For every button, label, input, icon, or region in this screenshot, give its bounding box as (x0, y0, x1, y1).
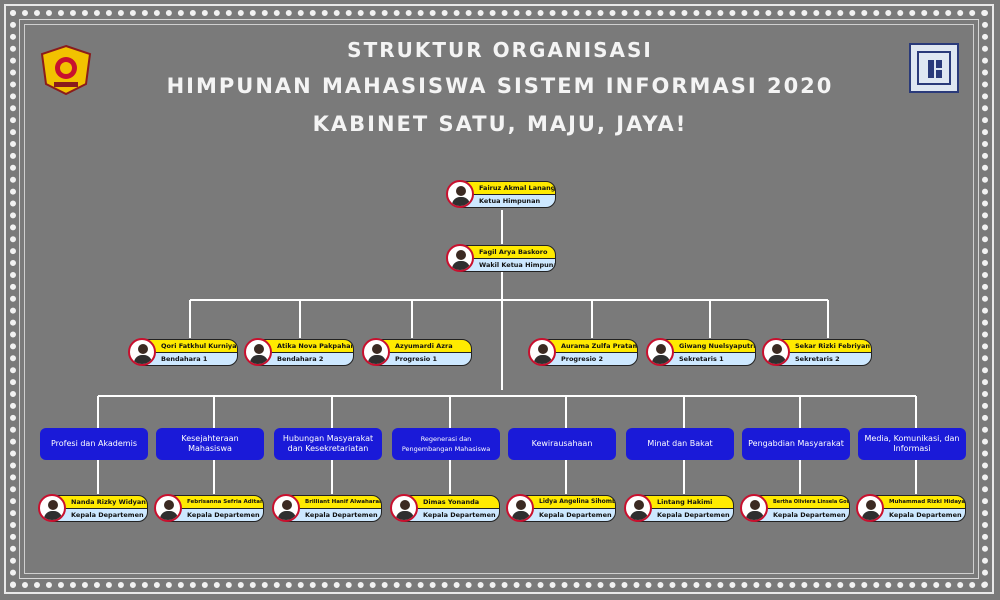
person-name: Bertha Oliviera Linsela Gowasa (754, 495, 850, 509)
person-role: Kepala Departemen (168, 508, 264, 522)
department-head-card: Bertha Oliviera Linsela Gowasa Kepala De… (740, 494, 850, 522)
staff-card-progresio-1: Azyumardi Azra Progresio 1 (362, 338, 472, 366)
person-name: Lintang Hakimi (638, 495, 734, 509)
department-box-pengabdian: Pengabdian Masyarakat (742, 428, 850, 460)
frame-border-outer (4, 4, 994, 594)
person-role: Wakil Ketua Himpunan (460, 258, 556, 272)
person-name: Muhammad Rizki Hidayat (870, 495, 966, 509)
department-head-card: Muhammad Rizki Hidayat Kepala Departemen (856, 494, 966, 522)
person-role: Kepala Departemen (638, 508, 734, 522)
person-name: Fairuz Akmal Lanang (460, 181, 556, 195)
avatar (506, 494, 534, 522)
staff-card-sekretaris-1: Giwang Nuelsyaputri Sekretaris 1 (646, 338, 756, 366)
avatar (624, 494, 652, 522)
avatar (762, 338, 790, 366)
staff-card-sekretaris-2: Sekar Rizki Febriyanti Sekretaris 2 (762, 338, 872, 366)
university-crest-icon (40, 44, 92, 96)
avatar (646, 338, 674, 366)
department-box-profesi-akademis: Profesi dan Akademis (40, 428, 148, 460)
wakil-ketua-card: Fagil Arya Baskoro Wakil Ketua Himpunan (446, 244, 556, 272)
person-name: Sekar Rizki Febriyanti (776, 339, 872, 353)
person-name: Fagil Arya Baskoro (460, 245, 556, 259)
avatar (446, 180, 474, 208)
person-name: Dimas Yonanda (404, 495, 500, 509)
person-role: Sekretaris 1 (660, 352, 756, 366)
person-role: Ketua Himpunan (460, 194, 556, 208)
person-role: Bendahara 1 (142, 352, 238, 366)
staff-card-bendahara-2: Atika Nova Pakpahan Bendahara 2 (244, 338, 354, 366)
avatar (272, 494, 300, 522)
department-box-regenerasi: Regenerasi dan Pengembangan Mahasiswa (392, 428, 500, 460)
person-role: Bendahara 2 (258, 352, 354, 366)
department-box-humas: Hubungan Masyarakat dan Kesekretariatan (274, 428, 382, 460)
title-line-3: KABINET SATU, MAJU, JAYA! (312, 112, 688, 136)
person-role: Sekretaris 2 (776, 352, 872, 366)
department-head-card: Brilliant Hanif Alwaharak Kepala Departe… (272, 494, 382, 522)
person-role: Kepala Departemen (286, 508, 382, 522)
avatar (362, 338, 390, 366)
avatar (128, 338, 156, 366)
person-role: Kepala Departemen (404, 508, 500, 522)
title-line-2: HIMPUNAN MAHASISWA SISTEM INFORMASI 2020 (166, 74, 834, 98)
department-box-medkominfo: Media, Komunikasi, dan Informasi (858, 428, 966, 460)
avatar (446, 244, 474, 272)
avatar (38, 494, 66, 522)
staff-card-progresio-2: Aurama Zulfa Pratama Progresio 2 (528, 338, 638, 366)
avatar (390, 494, 418, 522)
avatar (740, 494, 768, 522)
department-head-card: Lidya Angelina Sihombing Kepala Departem… (506, 494, 616, 522)
department-box-kesejahteraan: Kesejahteraan Mahasiswa (156, 428, 264, 460)
ketua-himpunan-card: Fairuz Akmal Lanang Ketua Himpunan (446, 180, 556, 208)
avatar (244, 338, 272, 366)
title-line-1: STRUKTUR ORGANISASI (347, 38, 653, 62)
person-name: Qori Fatkhul Kurniyadi (142, 339, 238, 353)
department-head-card: Lintang Hakimi Kepala Departemen (624, 494, 734, 522)
avatar (856, 494, 884, 522)
department-head-card: Nanda Rizky Widyanto Kepala Departemen (38, 494, 148, 522)
person-name: Lidya Angelina Sihombing (520, 495, 616, 509)
person-name: Azyumardi Azra (376, 339, 472, 353)
person-name: Nanda Rizky Widyanto (52, 495, 148, 509)
si-logo-icon (909, 43, 959, 93)
person-name: Atika Nova Pakpahan (258, 339, 354, 353)
person-name: Aurama Zulfa Pratama (542, 339, 638, 353)
person-role: Kepala Departemen (754, 508, 850, 522)
department-box-kewirausahaan: Kewirausahaan (508, 428, 616, 460)
department-head-card: Dimas Yonanda Kepala Departemen (390, 494, 500, 522)
department-box-minat-bakat: Minat dan Bakat (626, 428, 734, 460)
person-role: Progresio 2 (542, 352, 638, 366)
frame-border-inner (24, 24, 974, 574)
person-name: Giwang Nuelsyaputri (660, 339, 756, 353)
frame-border-ornament (10, 10, 988, 588)
person-name: Brilliant Hanif Alwaharak (286, 495, 382, 509)
person-name: Febrisanna Sefria Aditama (168, 495, 264, 509)
avatar (528, 338, 556, 366)
person-role: Kepala Departemen (520, 508, 616, 522)
avatar (154, 494, 182, 522)
person-role: Progresio 1 (376, 352, 472, 366)
department-head-card: Febrisanna Sefria Aditama Kepala Departe… (154, 494, 264, 522)
staff-card-bendahara-1: Qori Fatkhul Kurniyadi Bendahara 1 (128, 338, 238, 366)
person-role: Kepala Departemen (870, 508, 966, 522)
person-role: Kepala Departemen (52, 508, 148, 522)
